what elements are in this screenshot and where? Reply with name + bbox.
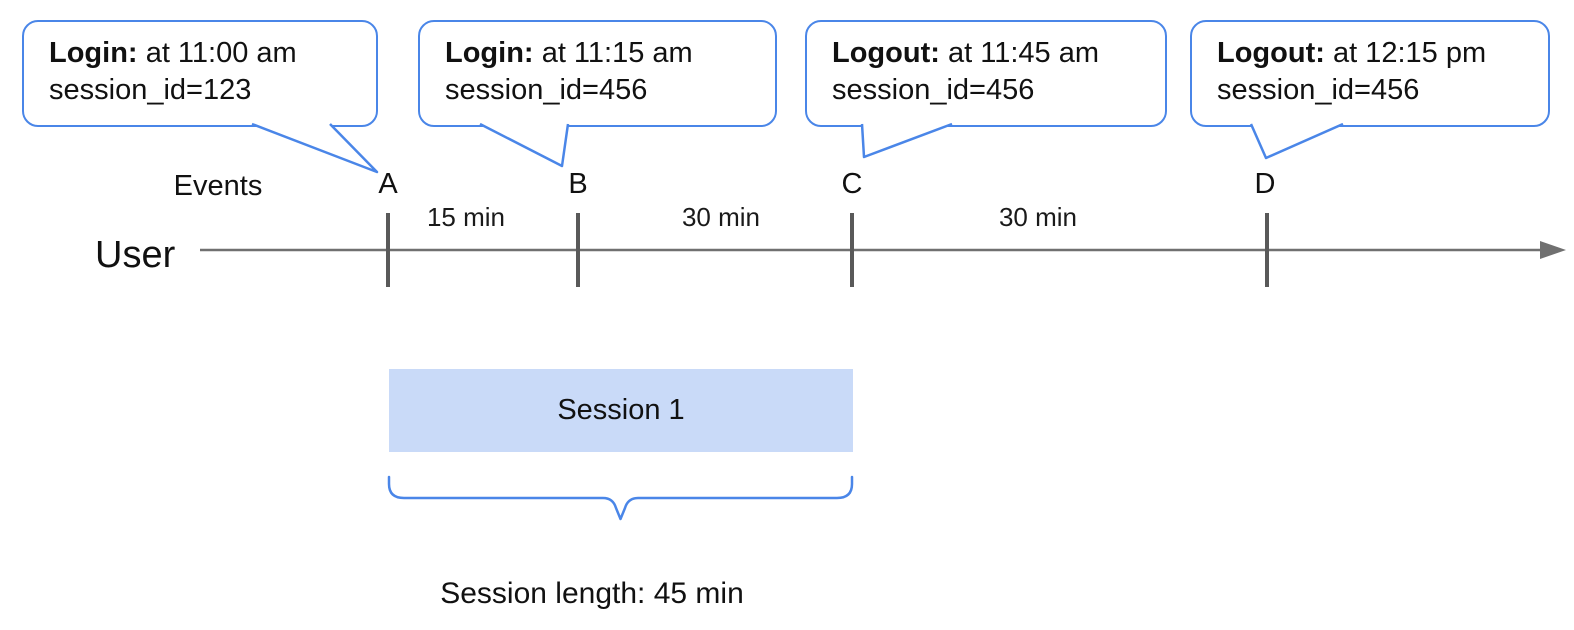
callout-tail-b — [479, 122, 570, 168]
session-1-box: Session 1 — [389, 369, 853, 452]
event-type-label: Login: — [49, 37, 138, 69]
event-letter-b: B — [568, 168, 588, 200]
callout-tail-d — [1249, 122, 1344, 160]
callout-event-a: Login:at 11:00 am session_id=123 — [22, 20, 378, 127]
callout-event-c: Logout:at 11:45 am session_id=456 — [805, 20, 1167, 127]
event-letter-c: C — [841, 168, 863, 200]
session-length-brace — [387, 475, 854, 521]
callout-session-id: session_id=456 — [445, 74, 648, 106]
callout-tail-c — [860, 122, 953, 159]
event-type-label: Login: — [445, 37, 534, 69]
session-length-label: Session length: 45 min — [440, 577, 744, 610]
callout-line1: Logout:at 12:15 pm — [1217, 35, 1538, 72]
event-type-label: Logout: — [1217, 37, 1325, 69]
events-axis-label: Events — [173, 170, 263, 202]
event-letter-a: A — [378, 168, 398, 200]
event-time: at 11:00 am — [145, 37, 297, 69]
callout-session-id: session_id=123 — [49, 74, 252, 106]
event-letter-d: D — [1254, 168, 1276, 200]
user-axis-label: User — [95, 234, 176, 276]
event-time: at 12:15 pm — [1333, 37, 1487, 69]
callout-line1: Login:at 11:15 am — [445, 35, 765, 72]
callout-line1: Logout:at 11:45 am — [832, 35, 1155, 72]
interval-label-bc: 30 min — [681, 202, 761, 232]
event-type-label: Logout: — [832, 37, 940, 69]
event-time: at 11:45 am — [948, 37, 1100, 69]
callout-session-id: session_id=456 — [832, 74, 1035, 106]
callout-event-d: Logout:at 12:15 pm session_id=456 — [1190, 20, 1550, 127]
timeline-arrow-head — [1540, 241, 1566, 259]
interval-label-cd: 30 min — [998, 202, 1078, 232]
callout-session-id: session_id=456 — [1217, 74, 1420, 106]
callout-event-b: Login:at 11:15 am session_id=456 — [418, 20, 777, 127]
callout-tail-a — [251, 122, 379, 174]
callout-line1: Login:at 11:00 am — [49, 35, 366, 72]
interval-label-ab: 15 min — [426, 202, 506, 232]
session-1-label: Session 1 — [557, 394, 685, 426]
event-time: at 11:15 am — [541, 37, 693, 69]
